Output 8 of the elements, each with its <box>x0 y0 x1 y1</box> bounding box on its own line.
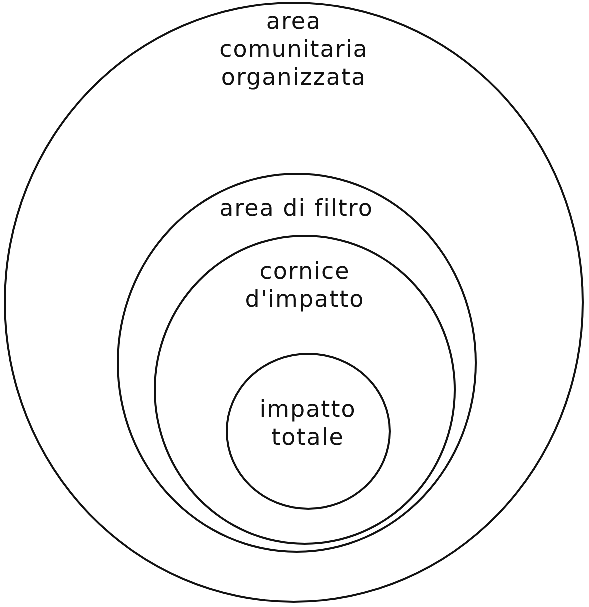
circle-region <box>116 172 476 552</box>
region-label: area comunitaria organizzata <box>218 8 370 92</box>
region-label: impatto totale <box>258 396 358 452</box>
circle-region <box>154 235 456 545</box>
region-label: area di filtro <box>218 194 374 222</box>
circle-region <box>226 352 390 510</box>
circle-region <box>4 2 584 603</box>
region-label: cornice d'impatto <box>244 258 366 314</box>
